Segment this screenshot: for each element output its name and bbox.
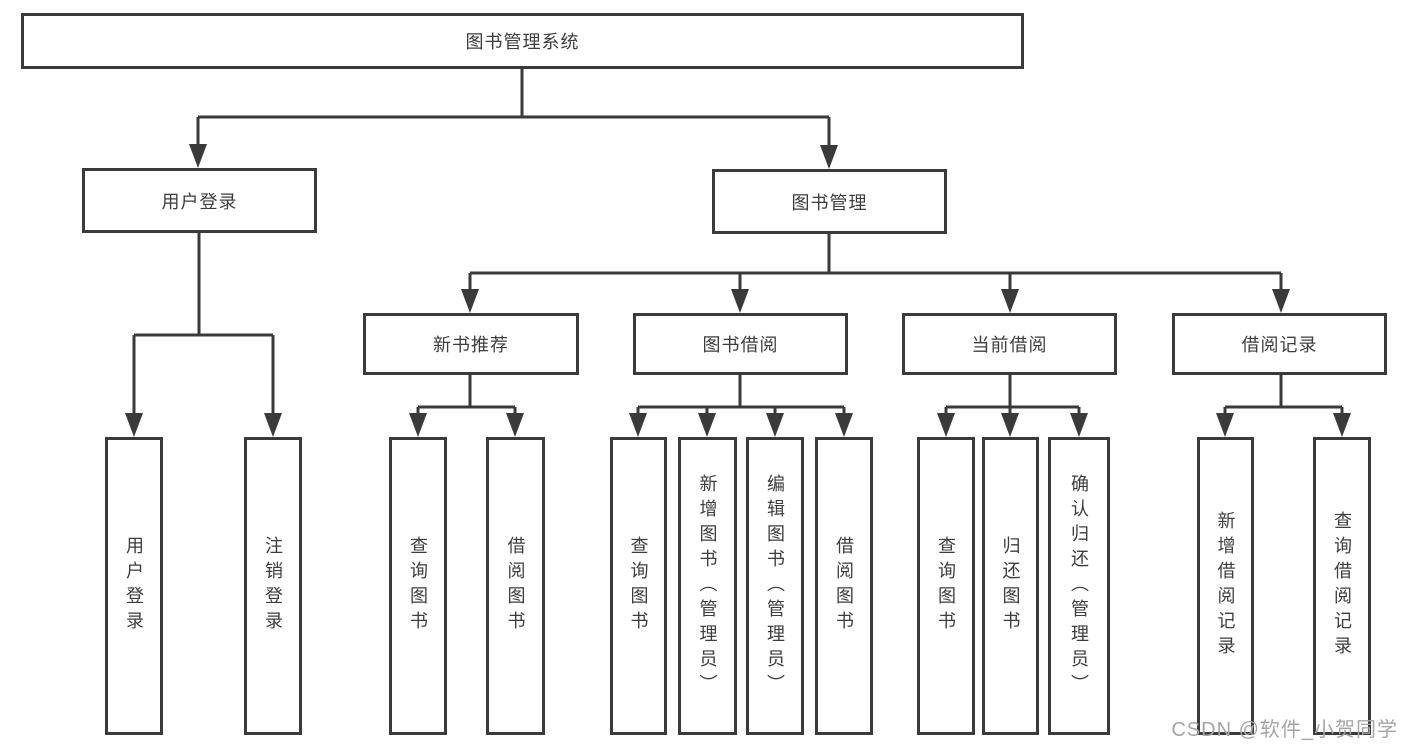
leaf-label: 借阅图书 [505,536,526,636]
leaf-label: 编辑图书（管理员） [765,473,785,699]
arrowhead-icons [125,144,1351,437]
leaf-label: 归还图书 [1000,536,1021,636]
node-label: 图书借阅 [702,335,779,355]
leaf-user-login: 用户登录 [105,437,163,735]
node-new-book-recommend: 新书推荐 [363,313,579,375]
node-label: 图书管理系统 [465,32,580,52]
leaf-query-borrow-record: 查询借阅记录 [1313,437,1371,735]
watermark-text: CSDN @软件_小贺同学 [1171,719,1398,741]
node-book-management: 图书管理 [712,169,947,234]
leaf-borrow-books-2: 借阅图书 [815,437,873,735]
node-user-login: 用户登录 [82,168,317,233]
leaf-query-books-1: 查询图书 [389,437,447,735]
leaf-add-borrow-record: 新增借阅记录 [1197,437,1254,735]
leaf-label: 用户登录 [124,536,144,636]
leaf-label: 借阅图书 [834,536,854,636]
leaf-label: 新增图书（管理员） [697,473,718,699]
node-label: 借阅记录 [1241,335,1318,355]
leaf-confirm-return-admin: 确认归还（管理员） [1048,437,1110,735]
node-label: 当前借阅 [971,335,1048,355]
leaf-query-books-3: 查询图书 [917,437,975,735]
leaf-label: 查询图书 [628,536,649,636]
leaf-query-books-2: 查询图书 [610,437,667,735]
node-label: 新书推荐 [433,335,509,355]
node-label: 用户登录 [161,191,238,212]
leaf-label: 查询借阅记录 [1332,511,1352,661]
leaf-return-book: 归还图书 [982,437,1039,735]
node-label: 图书管理 [791,192,868,213]
leaf-edit-book-admin: 编辑图书（管理员） [746,437,804,735]
leaf-label: 新增借阅记录 [1215,511,1236,661]
leaf-label: 查询图书 [936,536,956,636]
leaf-logout: 注销登录 [244,437,302,735]
node-borrowing-records: 借阅记录 [1172,313,1387,375]
leaf-add-book-admin: 新增图书（管理员） [678,437,737,735]
leaf-label: 注销登录 [263,536,283,636]
node-current-borrowing: 当前借阅 [902,313,1117,375]
leaf-label: 确认归还（管理员） [1069,473,1089,699]
tree-edges [132,69,1344,415]
leaf-borrow-books-1: 借阅图书 [486,437,545,735]
node-book-borrowing: 图书借阅 [633,313,848,375]
node-root-system: 图书管理系统 [21,13,1024,69]
leaf-label: 查询图书 [408,536,428,636]
